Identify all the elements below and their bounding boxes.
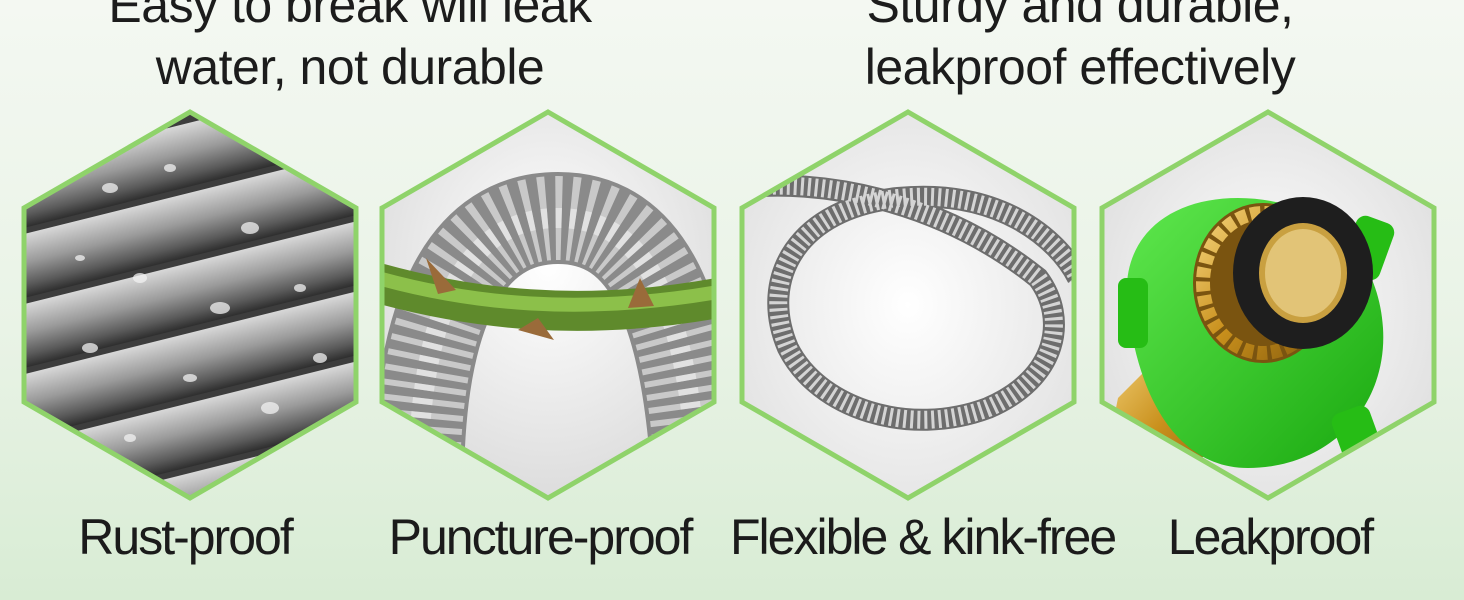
feature-label-flexible: Flexible & kink-free: [730, 509, 1117, 565]
headline-right: Sturdy and durable, leakproof effectivel…: [790, 0, 1370, 98]
feature-label-rust-proof: Rust-proof: [78, 509, 293, 565]
steel-hose-thorn-branch-icon: [379, 109, 717, 501]
feature-label-leakproof: Leakproof: [1167, 509, 1374, 565]
headline-left: Easy to break will leak water, not durab…: [60, 0, 640, 98]
feature-hexagon-leakproof: [1098, 108, 1438, 502]
feature-label-puncture-proof: Puncture-proof: [388, 509, 694, 565]
feature-hexagon-flexible: [738, 108, 1078, 502]
feature-hexagon-rust-proof: [20, 108, 360, 502]
headline-right-line2: leakproof effectively: [864, 39, 1296, 95]
headline-right-line1: Sturdy and durable,: [866, 0, 1294, 33]
wet-steel-hose-icon: [21, 109, 359, 501]
brass-connector-washer-icon: [1099, 109, 1437, 501]
headline-left-line1: Easy to break will leak: [108, 0, 592, 33]
headline-left-line2: water, not durable: [155, 39, 545, 95]
coiled-steel-hose-icon: [739, 109, 1077, 501]
feature-hexagon-puncture-proof: [378, 108, 718, 502]
